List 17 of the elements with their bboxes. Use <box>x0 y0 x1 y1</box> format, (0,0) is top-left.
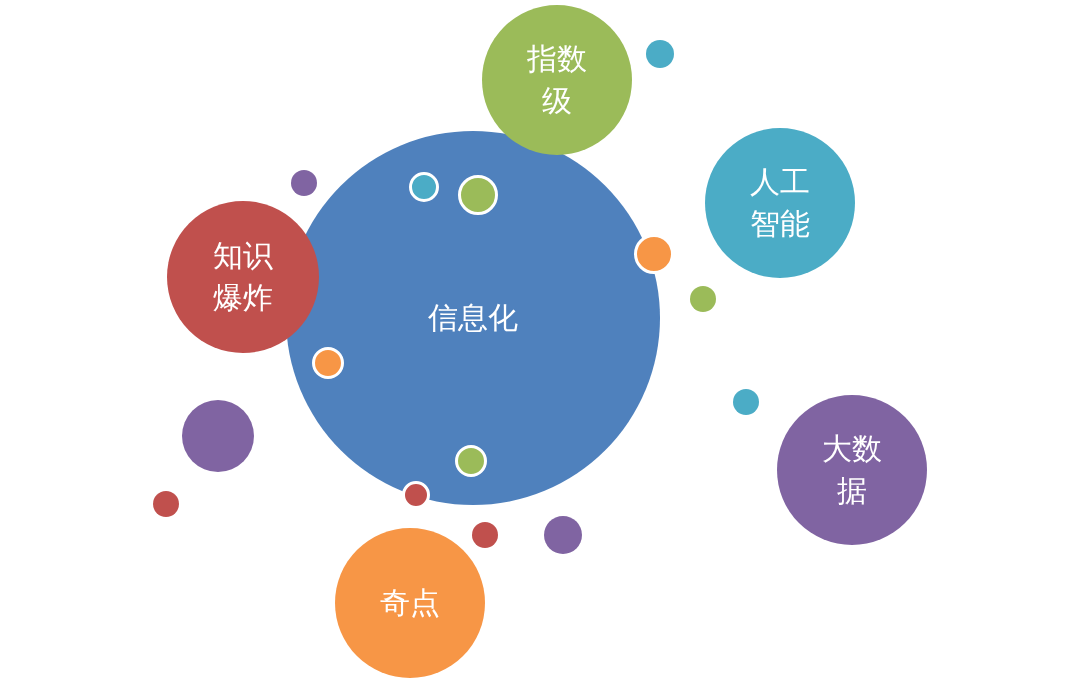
node-label: 信息化 <box>427 299 519 337</box>
bubble <box>409 172 439 202</box>
bubble <box>690 286 716 312</box>
bubble <box>153 491 179 517</box>
node-label: 知识爆炸 <box>212 237 274 317</box>
bubble <box>458 175 498 215</box>
bubble <box>646 40 674 68</box>
node-label: 奇点 <box>379 584 441 622</box>
bubble <box>544 516 582 554</box>
bubble <box>733 389 759 415</box>
bubble <box>402 481 430 509</box>
bubble <box>472 522 498 548</box>
bubble <box>312 347 344 379</box>
node-label: 人工智能 <box>749 163 811 243</box>
bubble <box>455 445 487 477</box>
node-label: 指数级 <box>526 40 588 120</box>
node-label: 大数据 <box>821 430 883 510</box>
